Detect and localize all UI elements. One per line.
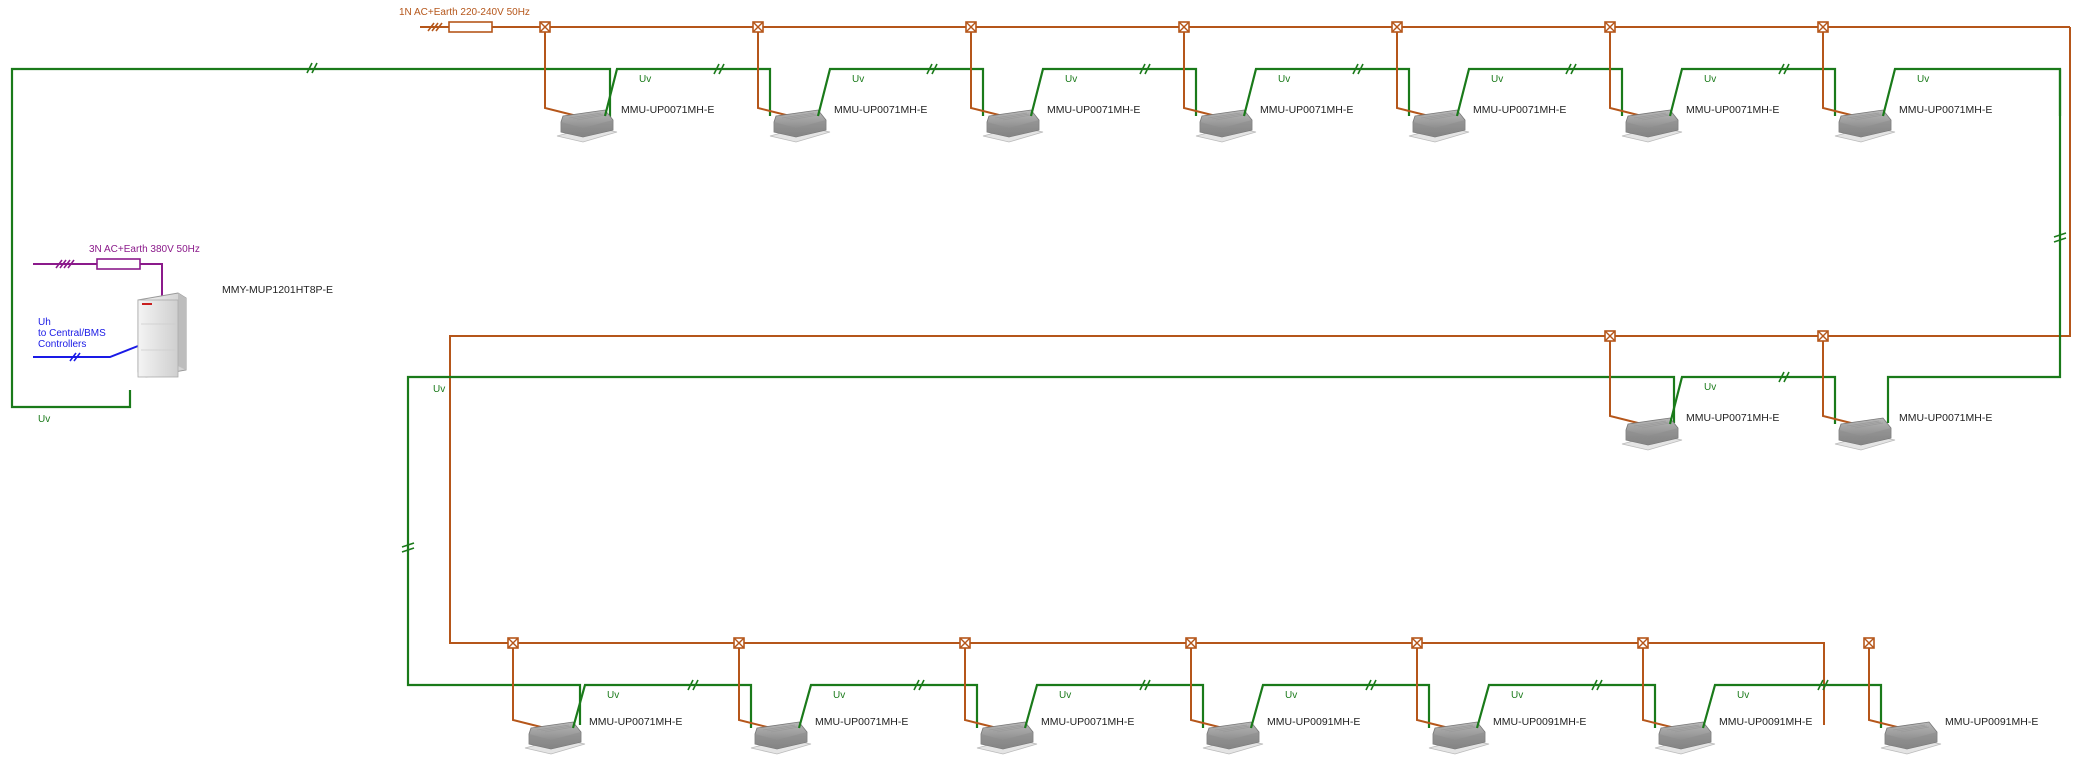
- indoor-model-label: MMU-UP0071MH-E: [589, 716, 682, 728]
- uv-label-row2-start: Uv: [433, 384, 445, 395]
- cassette-unit-icon: [1428, 721, 1490, 755]
- uv-label: Uv: [852, 74, 864, 85]
- uv-label: Uv: [833, 690, 845, 701]
- cassette-unit-icon: [750, 721, 812, 755]
- break-mark: [427, 22, 443, 32]
- cassette-unit-icon: [1834, 417, 1896, 451]
- indoor-model-label: MMU-UP0071MH-E: [1473, 104, 1566, 116]
- uv-trunk-left: [10, 67, 612, 409]
- break-mark: [55, 259, 75, 269]
- break-mark: [687, 679, 699, 691]
- indoor-model-label: MMU-UP0091MH-E: [1493, 716, 1586, 728]
- uv-label: Uv: [1059, 690, 1071, 701]
- cassette-unit-icon: [1408, 109, 1470, 143]
- cassette-unit-icon: [1195, 109, 1257, 143]
- uv-label: Uv: [1704, 74, 1716, 85]
- cassette-unit-icon: [1880, 721, 1942, 755]
- indoor-units: UvMMU-UP0071MH-EUvMMU-UP0071MH-EUvMMU-UP…: [507, 21, 2062, 755]
- cassette-unit-icon: [524, 721, 586, 755]
- break-mark: [1591, 679, 1603, 691]
- break-mark: [913, 679, 925, 691]
- cassette-unit-icon: [769, 109, 831, 143]
- power-trunk: [449, 27, 2071, 725]
- cassette-unit-icon: [556, 109, 618, 143]
- break-mark: [1139, 63, 1151, 75]
- uv-label-outdoor: Uv: [38, 414, 50, 425]
- central-label-to: to Central/BMS: [38, 328, 106, 339]
- outdoor-model-label: MMY-MUP1201HT8P-E: [222, 284, 333, 296]
- outdoor-unit-group: 3N AC+Earth 380V 50Hz Uh to Central/BMS …: [33, 244, 333, 378]
- uv-label: Uv: [1737, 690, 1749, 701]
- break-mark: [1365, 679, 1377, 691]
- cassette-unit-icon: [1621, 109, 1683, 143]
- uv-label: Uv: [1278, 74, 1290, 85]
- fuse-symbol: [96, 258, 141, 270]
- break-mark: [401, 542, 415, 553]
- cassette-unit-icon: [1621, 417, 1683, 451]
- uv-label: Uv: [1511, 690, 1523, 701]
- indoor-unit-row2-2: MMU-UP0071MH-E: [1817, 330, 1992, 451]
- break-mark: [1139, 679, 1151, 691]
- indoor-unit-row3-7: MMU-UP0091MH-E: [1863, 637, 2038, 755]
- uv-label: Uv: [1491, 74, 1503, 85]
- cassette-unit-icon: [1834, 109, 1896, 143]
- uv-label: Uv: [1065, 74, 1077, 85]
- indoor-model-label: MMU-UP0071MH-E: [834, 104, 927, 116]
- central-label-controllers: Controllers: [38, 339, 86, 350]
- outdoor-power-label: 3N AC+Earth 380V 50Hz: [89, 244, 200, 255]
- outdoor-unit-icon: [137, 292, 187, 378]
- break-mark: [1778, 63, 1790, 75]
- cassette-unit-icon: [1202, 721, 1264, 755]
- break-mark: [1352, 63, 1364, 75]
- central-label-uh: Uh: [38, 317, 51, 328]
- indoor-model-label: MMU-UP0071MH-E: [1260, 104, 1353, 116]
- break-mark: [713, 63, 725, 75]
- indoor-model-label: MMU-UP0091MH-E: [1267, 716, 1360, 728]
- uv-label: Uv: [1285, 690, 1297, 701]
- cassette-unit-icon: [982, 109, 1044, 143]
- indoor-model-label: MMU-UP0071MH-E: [1899, 104, 1992, 116]
- indoor-model-label: MMU-UP0071MH-E: [1047, 104, 1140, 116]
- fuse-symbol: [448, 21, 493, 33]
- indoor-model-label: MMU-UP0091MH-E: [1719, 716, 1812, 728]
- indoor-model-label: MMU-UP0071MH-E: [1686, 412, 1779, 424]
- break-mark: [1817, 679, 1829, 691]
- uv-trunk-middle: [406, 375, 1676, 725]
- break-mark: [1778, 371, 1790, 383]
- break-mark: [69, 352, 81, 362]
- indoor-model-label: MMU-UP0071MH-E: [1899, 412, 1992, 424]
- break-mark: [2053, 232, 2067, 243]
- uv-label: Uv: [1917, 74, 1929, 85]
- cassette-unit-icon: [1654, 721, 1716, 755]
- cassette-unit-icon: [976, 721, 1038, 755]
- uv-label: Uv: [1704, 382, 1716, 393]
- uv-trunk-right: [1886, 69, 2062, 423]
- break-mark: [306, 62, 318, 74]
- uv-label: Uv: [607, 690, 619, 701]
- indoor-model-label: MMU-UP0091MH-E: [1945, 716, 2038, 728]
- break-mark: [926, 63, 938, 75]
- break-mark: [1565, 63, 1577, 75]
- indoor-model-label: MMU-UP0071MH-E: [815, 716, 908, 728]
- uv-label: Uv: [639, 74, 651, 85]
- indoor-model-label: MMU-UP0071MH-E: [621, 104, 714, 116]
- indoor-model-label: MMU-UP0071MH-E: [1686, 104, 1779, 116]
- indoor-model-label: MMU-UP0071MH-E: [1041, 716, 1134, 728]
- indoor-power-label: 1N AC+Earth 220-240V 50Hz: [399, 7, 530, 18]
